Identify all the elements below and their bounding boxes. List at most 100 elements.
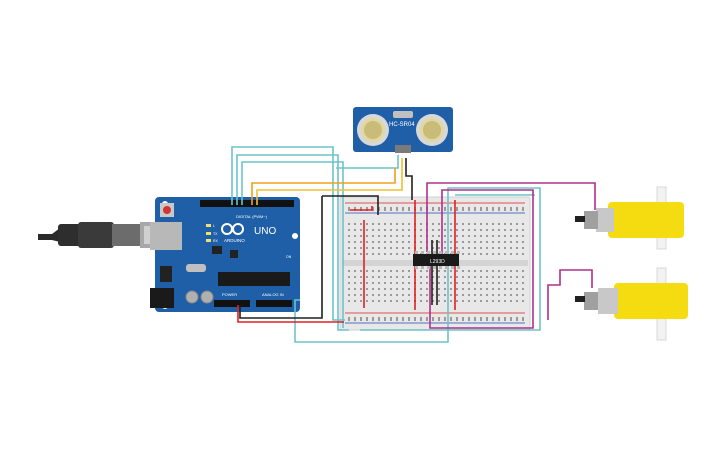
breadboard-hole[interactable] bbox=[486, 235, 488, 237]
breadboard-hole[interactable] bbox=[432, 282, 434, 284]
breadboard-hole[interactable] bbox=[498, 288, 500, 290]
breadboard-hole[interactable] bbox=[408, 247, 410, 249]
breadboard-hole[interactable] bbox=[468, 270, 470, 272]
breadboard-hole[interactable] bbox=[420, 270, 422, 272]
breadboard-hole[interactable] bbox=[450, 319, 452, 321]
breadboard-hole[interactable] bbox=[516, 317, 518, 319]
breadboard-hole[interactable] bbox=[420, 209, 422, 211]
breadboard-hole[interactable] bbox=[474, 276, 476, 278]
breadboard-hole[interactable] bbox=[474, 317, 476, 319]
arduino-board[interactable]: ARDUINO UNO L TX RX ON DIGITAL (PWM~) PO… bbox=[150, 197, 300, 312]
breadboard-hole[interactable] bbox=[492, 229, 494, 231]
breadboard-hole[interactable] bbox=[396, 282, 398, 284]
breadboard-hole[interactable] bbox=[450, 247, 452, 249]
breadboard-hole[interactable] bbox=[360, 317, 362, 319]
breadboard-hole[interactable] bbox=[348, 282, 350, 284]
breadboard-hole[interactable] bbox=[468, 288, 470, 290]
breadboard-hole[interactable] bbox=[474, 282, 476, 284]
breadboard-hole[interactable] bbox=[372, 241, 374, 243]
breadboard-hole[interactable] bbox=[396, 253, 398, 255]
breadboard-hole[interactable] bbox=[462, 223, 464, 225]
breadboard-hole[interactable] bbox=[516, 294, 518, 296]
breadboard-hole[interactable] bbox=[390, 241, 392, 243]
breadboard-hole[interactable] bbox=[402, 300, 404, 302]
breadboard-hole[interactable] bbox=[516, 209, 518, 211]
breadboard-hole[interactable] bbox=[498, 253, 500, 255]
breadboard-hole[interactable] bbox=[366, 270, 368, 272]
breadboard-hole[interactable] bbox=[420, 247, 422, 249]
breadboard-hole[interactable] bbox=[462, 319, 464, 321]
breadboard-hole[interactable] bbox=[516, 288, 518, 290]
breadboard-hole[interactable] bbox=[432, 317, 434, 319]
breadboard-hole[interactable] bbox=[402, 319, 404, 321]
breadboard-hole[interactable] bbox=[480, 300, 482, 302]
breadboard-hole[interactable] bbox=[396, 235, 398, 237]
breadboard-hole[interactable] bbox=[504, 241, 506, 243]
l293d-driver[interactable]: L293D bbox=[413, 251, 460, 269]
breadboard-hole[interactable] bbox=[378, 207, 380, 209]
breadboard-hole[interactable] bbox=[498, 319, 500, 321]
breadboard-hole[interactable] bbox=[474, 288, 476, 290]
breadboard-hole[interactable] bbox=[354, 319, 356, 321]
breadboard-hole[interactable] bbox=[444, 294, 446, 296]
breadboard-hole[interactable] bbox=[504, 235, 506, 237]
breadboard-hole[interactable] bbox=[504, 317, 506, 319]
breadboard-hole[interactable] bbox=[408, 235, 410, 237]
breadboard-hole[interactable] bbox=[504, 223, 506, 225]
breadboard-hole[interactable] bbox=[408, 270, 410, 272]
breadboard-hole[interactable] bbox=[426, 270, 428, 272]
breadboard-hole[interactable] bbox=[522, 235, 524, 237]
breadboard-hole[interactable] bbox=[456, 276, 458, 278]
breadboard-hole[interactable] bbox=[354, 253, 356, 255]
breadboard-hole[interactable] bbox=[426, 282, 428, 284]
breadboard-hole[interactable] bbox=[468, 247, 470, 249]
breadboard-hole[interactable] bbox=[396, 209, 398, 211]
breadboard-hole[interactable] bbox=[390, 288, 392, 290]
breadboard-hole[interactable] bbox=[492, 276, 494, 278]
breadboard-hole[interactable] bbox=[384, 207, 386, 209]
breadboard-hole[interactable] bbox=[510, 294, 512, 296]
breadboard-hole[interactable] bbox=[438, 209, 440, 211]
breadboard-hole[interactable] bbox=[378, 229, 380, 231]
breadboard-hole[interactable] bbox=[420, 235, 422, 237]
breadboard-hole[interactable] bbox=[384, 223, 386, 225]
breadboard-hole[interactable] bbox=[354, 247, 356, 249]
breadboard-hole[interactable] bbox=[480, 241, 482, 243]
breadboard-hole[interactable] bbox=[348, 253, 350, 255]
breadboard-hole[interactable] bbox=[390, 270, 392, 272]
breadboard-hole[interactable] bbox=[486, 288, 488, 290]
breadboard-hole[interactable] bbox=[378, 300, 380, 302]
breadboard-hole[interactable] bbox=[360, 223, 362, 225]
breadboard-hole[interactable] bbox=[486, 294, 488, 296]
breadboard-hole[interactable] bbox=[426, 276, 428, 278]
breadboard-hole[interactable] bbox=[432, 288, 434, 290]
breadboard-hole[interactable] bbox=[432, 300, 434, 302]
breadboard-hole[interactable] bbox=[486, 319, 488, 321]
breadboard-hole[interactable] bbox=[468, 276, 470, 278]
breadboard-hole[interactable] bbox=[402, 276, 404, 278]
breadboard-hole[interactable] bbox=[354, 276, 356, 278]
breadboard-hole[interactable] bbox=[504, 294, 506, 296]
breadboard-hole[interactable] bbox=[360, 241, 362, 243]
breadboard-hole[interactable] bbox=[384, 241, 386, 243]
breadboard-hole[interactable] bbox=[510, 276, 512, 278]
breadboard-hole[interactable] bbox=[402, 223, 404, 225]
breadboard-hole[interactable] bbox=[462, 294, 464, 296]
breadboard-hole[interactable] bbox=[384, 288, 386, 290]
breadboard-hole[interactable] bbox=[390, 282, 392, 284]
breadboard-hole[interactable] bbox=[384, 209, 386, 211]
breadboard-hole[interactable] bbox=[408, 253, 410, 255]
breadboard-hole[interactable] bbox=[348, 288, 350, 290]
breadboard-hole[interactable] bbox=[480, 288, 482, 290]
breadboard-hole[interactable] bbox=[390, 229, 392, 231]
breadboard-hole[interactable] bbox=[480, 253, 482, 255]
breadboard-hole[interactable] bbox=[348, 317, 350, 319]
breadboard-hole[interactable] bbox=[402, 270, 404, 272]
breadboard-hole[interactable] bbox=[444, 209, 446, 211]
breadboard-hole[interactable] bbox=[480, 282, 482, 284]
breadboard-hole[interactable] bbox=[468, 223, 470, 225]
breadboard-hole[interactable] bbox=[366, 253, 368, 255]
breadboard-hole[interactable] bbox=[384, 319, 386, 321]
breadboard-hole[interactable] bbox=[486, 270, 488, 272]
breadboard-hole[interactable] bbox=[468, 282, 470, 284]
